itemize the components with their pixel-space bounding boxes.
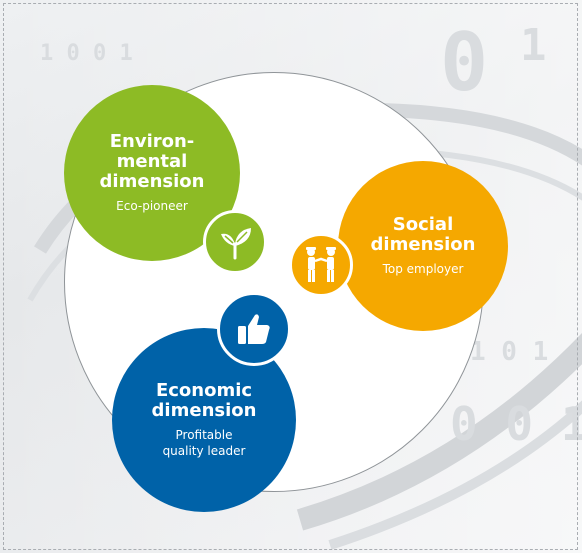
svg-text:1: 1 [520, 20, 547, 71]
environmental-title-line-2: mental [116, 150, 188, 172]
social-title-line-1: Social [392, 213, 454, 235]
environmental-subtitle: Eco-pioneer [116, 199, 188, 214]
workers-icon-badge [289, 233, 353, 297]
thumbs-up-icon [238, 314, 270, 344]
social-title-line-2: dimension [370, 233, 476, 255]
leaf-icon [221, 228, 251, 260]
economic-title-line-2: dimension [151, 399, 257, 421]
svg-text:1 0 0 1: 1 0 0 1 [40, 41, 133, 66]
social-subtitle: Top employer [382, 262, 464, 277]
workers-icon [306, 247, 336, 282]
thumbs-up-icon-badge [217, 292, 291, 366]
environmental-title-line-1: Environ- [109, 130, 195, 152]
economic-subtitle-line-1: Profitable [175, 427, 233, 442]
environmental-title: Environ- mental dimension [99, 130, 205, 192]
economic-subtitle-line-2: quality leader [162, 444, 246, 459]
svg-text:0: 0 [440, 16, 488, 109]
economic-subtitle: Profitable quality leader [163, 427, 246, 459]
leaf-icon-badge [203, 210, 267, 274]
social-dimension-circle: Social dimension Top employer [338, 161, 508, 331]
svg-text:0 0 1: 0 0 1 [450, 397, 582, 451]
economic-title: Economic dimension [151, 379, 257, 421]
social-title: Social dimension [370, 213, 476, 255]
economic-title-line-1: Economic [155, 379, 253, 401]
svg-text:1 0 1: 1 0 1 [470, 337, 548, 367]
environmental-title-line-3: dimension [99, 170, 205, 192]
